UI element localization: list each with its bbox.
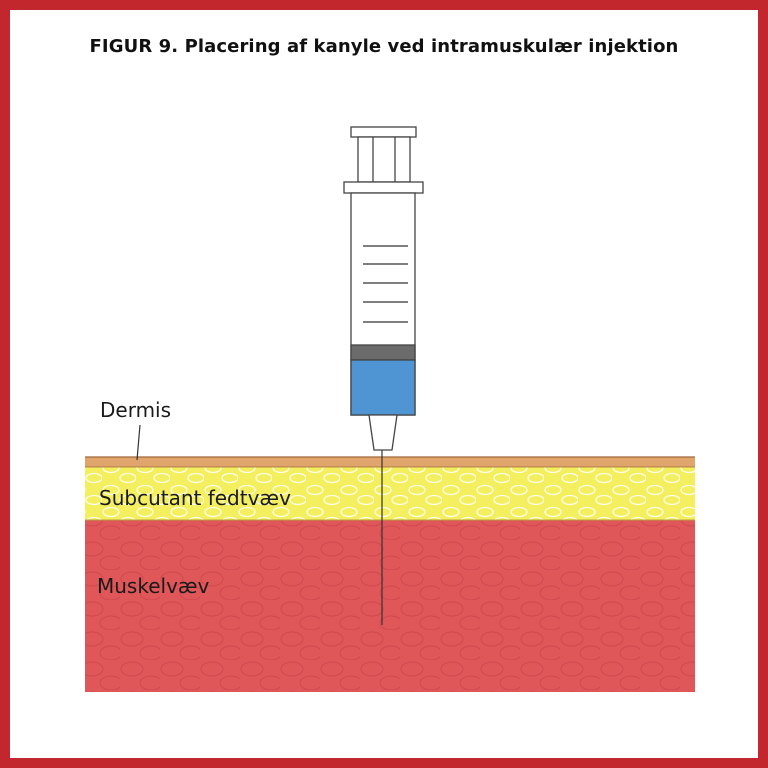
plunger-rod	[357, 136, 411, 183]
dermis-layer	[85, 456, 695, 468]
dermis-label: Dermis	[100, 398, 171, 422]
plunger-top	[350, 126, 417, 138]
subcutaneous-label: Subcutant fedtvæv	[99, 486, 291, 510]
muscle-label: Muskelvæv	[97, 574, 210, 598]
muscle-layer	[85, 520, 695, 692]
graduation-marks	[363, 245, 408, 323]
syringe-flange	[343, 181, 424, 194]
plunger-stopper	[350, 344, 416, 361]
syringe-tip	[368, 414, 398, 451]
figure-title: FIGUR 9. Placering af kanyle ved intramu…	[89, 36, 679, 57]
syringe-liquid	[350, 359, 416, 416]
dermis-leader-line	[136, 424, 141, 461]
syringe	[343, 126, 424, 451]
subcutaneous-fat-layer	[85, 467, 695, 521]
